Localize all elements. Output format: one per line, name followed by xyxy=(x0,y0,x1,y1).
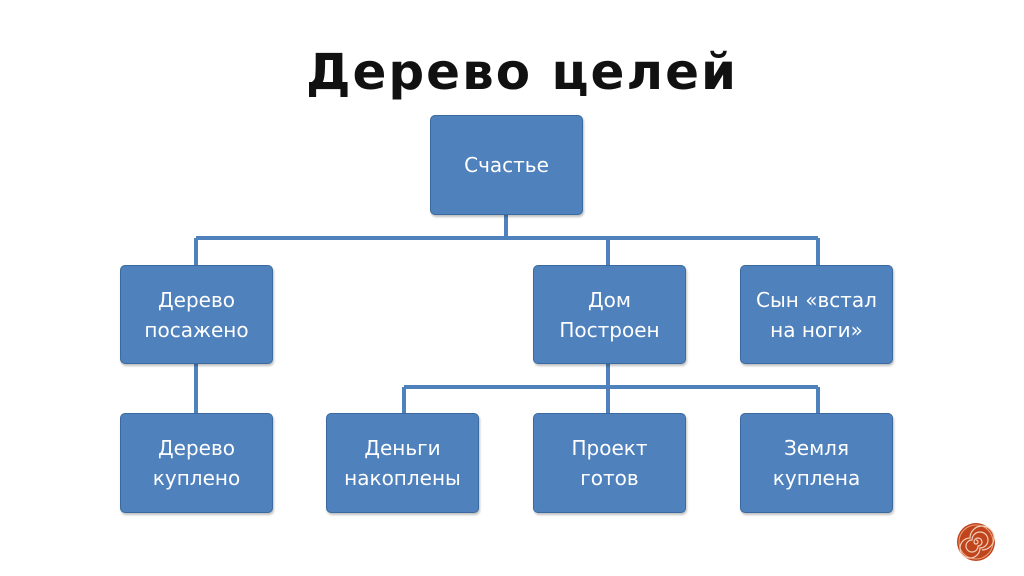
node-root: Счастье xyxy=(430,115,583,215)
node-son-stood: Сын «встал на ноги» xyxy=(740,265,893,364)
spiral-badge-icon xyxy=(957,523,995,561)
node-project-ready: Проект готов xyxy=(533,413,686,513)
node-land-bought: Земля куплена xyxy=(740,413,893,513)
node-house-built: Дом Построен xyxy=(533,265,686,364)
node-money-saved: Деньги накоплены xyxy=(326,413,479,513)
node-tree-bought: Дерево куплено xyxy=(120,413,273,513)
slide-title: Дерево целей xyxy=(305,43,739,101)
node-tree-planted: Дерево посажено xyxy=(120,265,273,364)
